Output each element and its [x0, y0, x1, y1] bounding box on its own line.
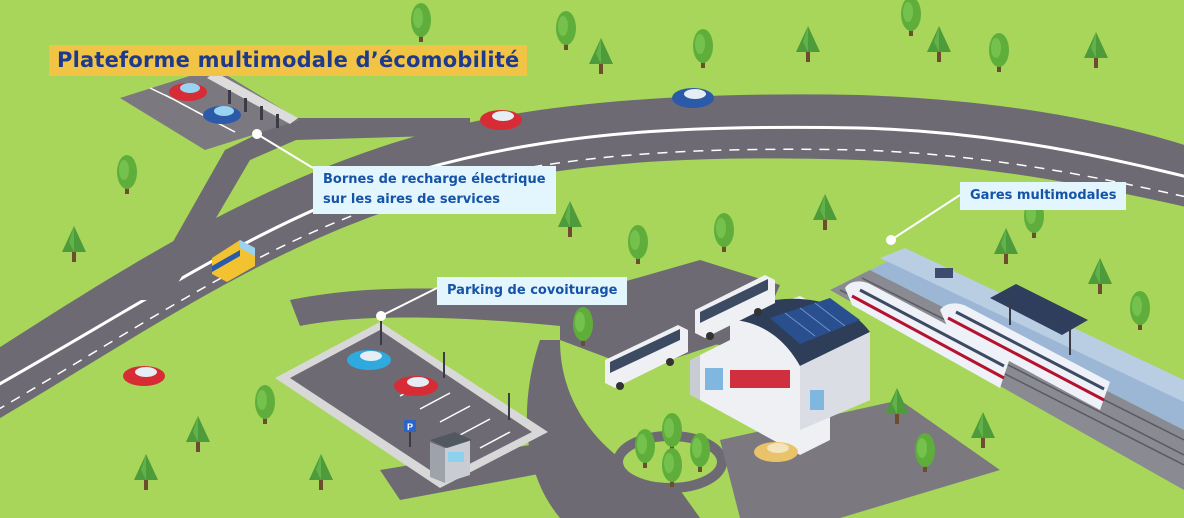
callout-charging-stations: Bornes de recharge électrique sur les ai… [313, 166, 556, 214]
callout-multimodal-stations: Gares multimodales [960, 182, 1127, 210]
van-icon [212, 240, 255, 282]
car-icon [754, 442, 798, 462]
platform-canopy [990, 284, 1088, 355]
car-icon [394, 376, 438, 396]
service-access-road [140, 118, 470, 300]
solar-panel-icon [770, 298, 860, 344]
toll-booth [430, 432, 472, 483]
callout-charging-line2: sur les aires de services [323, 192, 500, 207]
page-title: Plateforme multimodale d’écomobilité [49, 45, 528, 76]
bus-icon [695, 275, 775, 340]
lane-line [0, 148, 1184, 410]
svg-text:P: P [407, 422, 413, 432]
road-center-line [0, 125, 1184, 386]
callout-stations-label: Gares multimodales [970, 188, 1117, 203]
car-icon [480, 110, 522, 130]
car-icon [123, 366, 165, 386]
callout-carpool-label: Parking de covoiturage [447, 283, 618, 298]
car-icon [347, 350, 391, 370]
station-building [690, 296, 870, 455]
train-icon [940, 303, 1110, 410]
car-icon [672, 88, 714, 108]
callout-charging-line1: Bornes de recharge électrique [323, 172, 546, 187]
callout-carpool-parking: Parking de covoiturage [437, 277, 628, 305]
car-icon [203, 106, 241, 124]
bus-icon [605, 325, 688, 390]
train-icon [845, 281, 1010, 388]
parking-sign-icon: P [404, 420, 416, 447]
car-icon [169, 83, 207, 101]
callout-connectors [252, 129, 961, 321]
